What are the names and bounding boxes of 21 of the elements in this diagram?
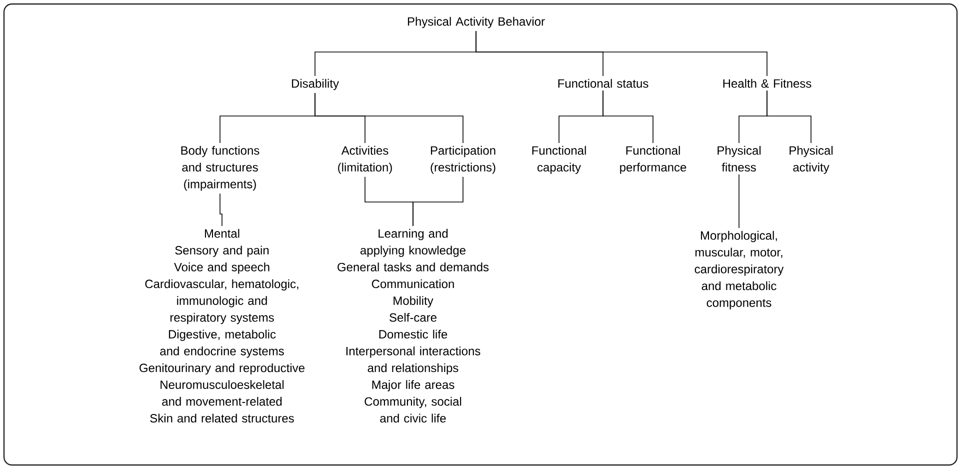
category-label: Health & Fitness <box>723 78 812 88</box>
connector-line <box>476 30 768 76</box>
category-label: Physical activity <box>790 146 833 174</box>
item-list: Morphological, muscular, motor, cardiorespiratory and metabolic components <box>694 230 784 310</box>
category-label: Functional status <box>558 78 648 88</box>
category-label: Physical Activity Behavior <box>408 16 545 28</box>
connector-line <box>602 90 654 144</box>
category-label: Physical fitness <box>718 146 761 172</box>
connector-line <box>766 90 812 144</box>
connector-line <box>220 193 222 226</box>
connector-line <box>738 174 740 228</box>
connector-line <box>412 176 464 226</box>
category-label: Body functions and structures (impairments) <box>181 146 260 191</box>
category-label: Functional capacity <box>532 146 586 174</box>
category-label: Functional performance <box>620 146 686 174</box>
item-list: Mental Sensory and pain Voice and speech Cardiovascular, hematologic, immunologic and respiratory systems Digestive, metabolic and endocrine systems Genitourinary and reproductive Neuromusculoeskeletal and movement-related Skin and related structures <box>140 228 304 423</box>
category-label: Activities (limitation) <box>338 146 392 174</box>
item-list: Learning and applying knowledge General tasks and demands Communication Mobility Self-care Domestic life Interpersonal interactions and relationships Major life areas Community, social and civic life <box>338 228 489 423</box>
connector-line <box>314 92 464 144</box>
category-label: Participation (restrictions) <box>430 146 496 174</box>
category-label: Disability <box>292 78 339 90</box>
